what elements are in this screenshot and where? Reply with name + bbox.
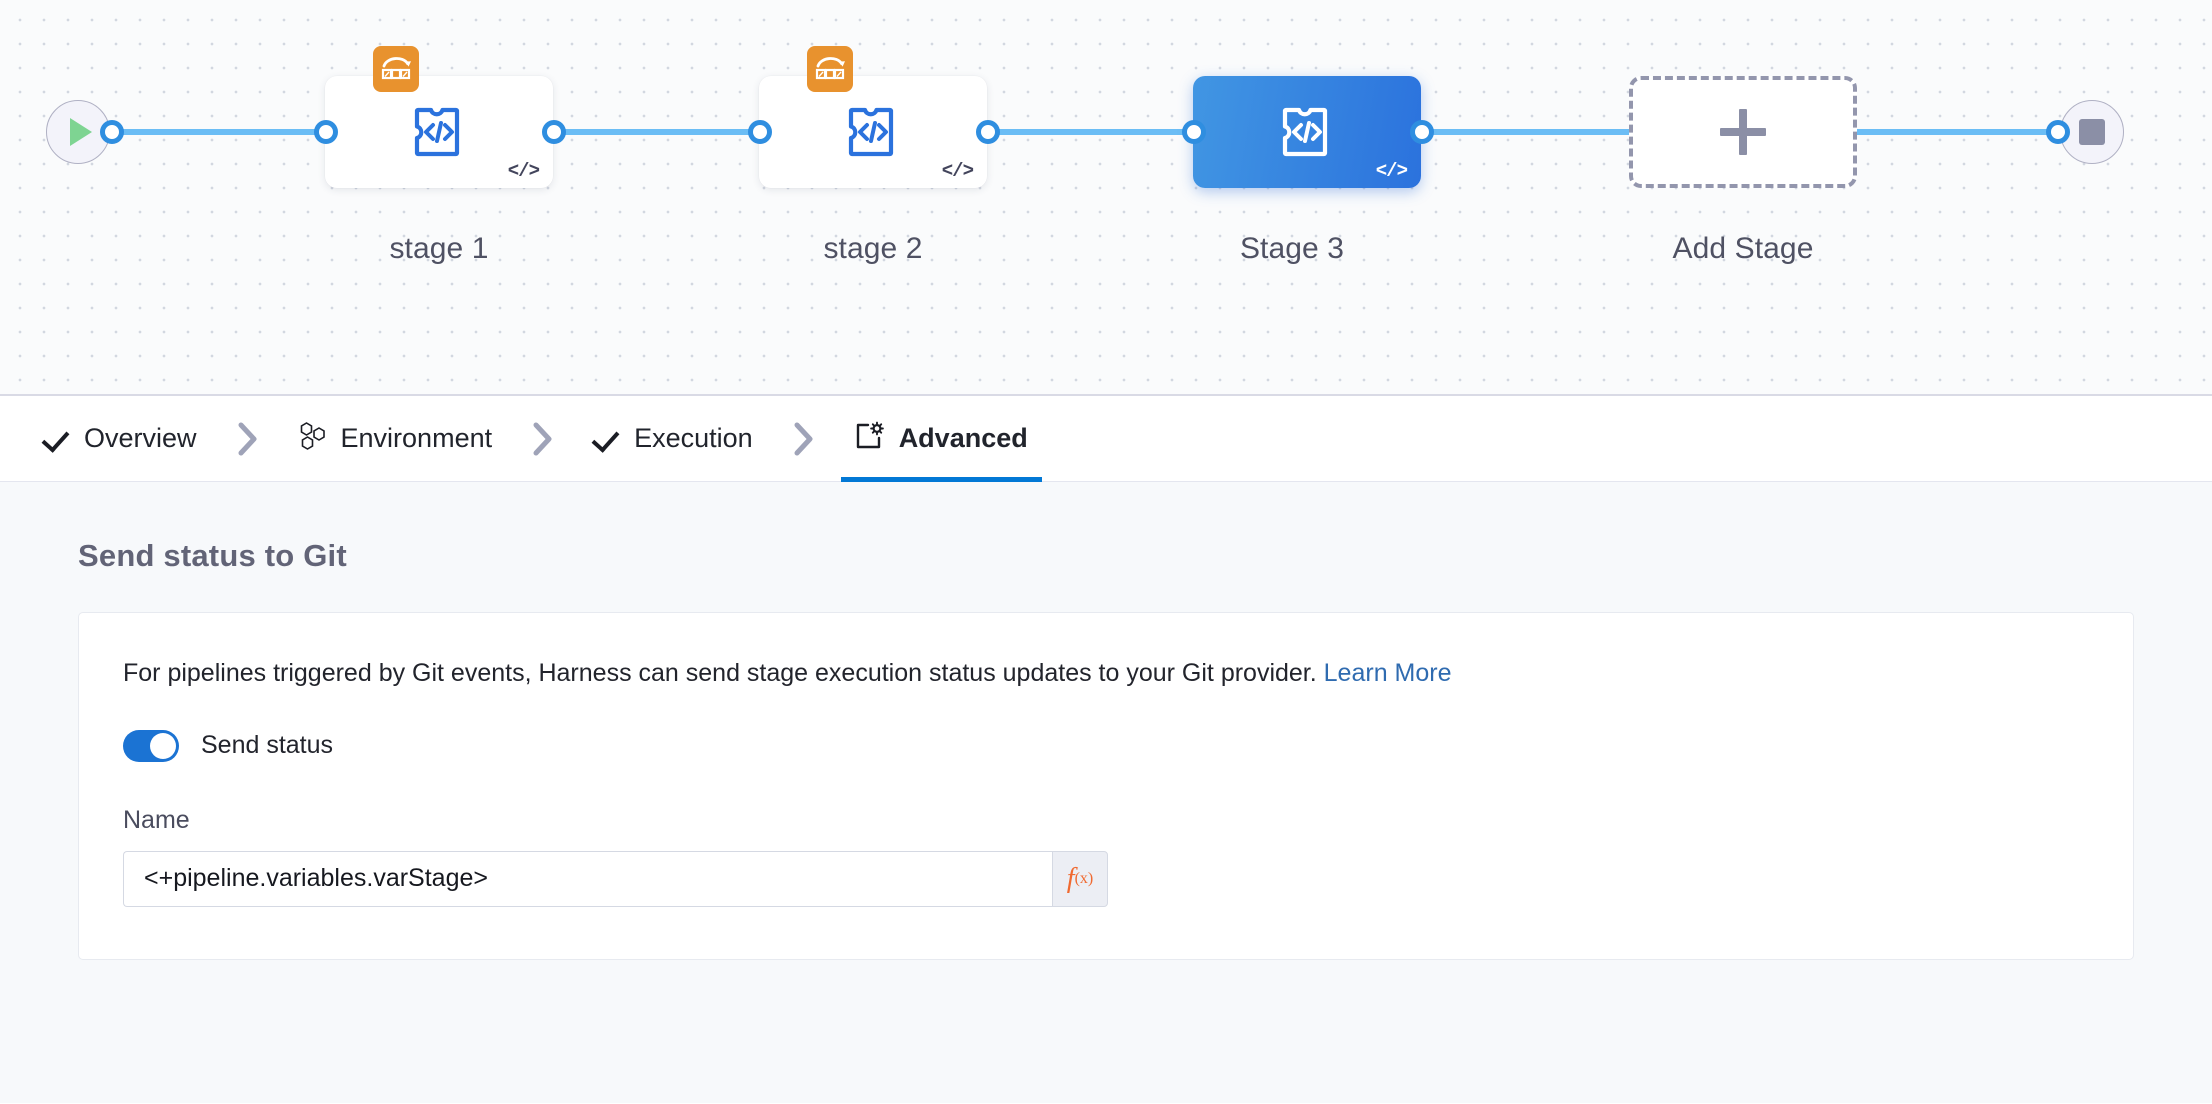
code-marker-icon: </> [1375, 160, 1408, 182]
check-icon [44, 426, 70, 452]
settings-card-icon [855, 421, 885, 456]
description-text: For pipelines triggered by Git events, H… [123, 659, 1317, 687]
tab-label-execution: Execution [634, 423, 753, 453]
plus-icon [1720, 109, 1766, 155]
port-stage-2-out[interactable] [976, 120, 1000, 144]
card-description: For pipelines triggered by Git events, H… [123, 657, 2089, 690]
send-status-toggle[interactable] [123, 729, 179, 762]
send-status-card: For pipelines triggered by Git events, H… [78, 612, 2134, 960]
fx-f-glyph: f [1066, 862, 1075, 894]
custom-stage-icon [414, 107, 460, 157]
name-field-label: Name [123, 805, 190, 834]
tab-label-environment: Environment [340, 423, 493, 453]
hexagons-icon [299, 421, 327, 456]
chevron-right-icon [767, 420, 841, 458]
play-icon [70, 118, 92, 146]
port-stage-3-in[interactable] [1182, 120, 1206, 144]
stage-config-tabbar: Overview Environment Execution [0, 396, 2212, 482]
chevron-right-icon [506, 420, 580, 458]
learn-more-link[interactable]: Learn More [1323, 659, 1452, 687]
tab-overview[interactable]: Overview [30, 396, 211, 482]
stage-node-3[interactable]: </> [1193, 76, 1421, 188]
port-stage-2-in[interactable] [748, 120, 772, 144]
custom-stage-icon [848, 107, 894, 157]
stage-node-2[interactable]: </> [759, 46, 987, 188]
add-stage-node[interactable] [1629, 76, 1857, 188]
pipeline-start-node[interactable] [46, 100, 110, 164]
tab-execution[interactable]: Execution [580, 396, 767, 482]
send-status-toggle-row: Send status [123, 729, 2089, 762]
expression-toggle-button[interactable]: f(x) [1052, 850, 1108, 907]
stage-label-3: Stage 3 [1239, 232, 1345, 265]
matrix-strategy-icon [807, 46, 853, 92]
add-stage-label: Add Stage [1672, 232, 1814, 265]
port-end-in[interactable] [2046, 120, 2070, 144]
pipeline-end-node[interactable] [2060, 100, 2124, 164]
port-stage-3-out[interactable] [1410, 120, 1434, 144]
fx-x-glyph: (x) [1074, 869, 1094, 887]
matrix-strategy-icon [373, 46, 419, 92]
port-stage-1-out[interactable] [542, 120, 566, 144]
code-marker-icon: </> [941, 160, 974, 182]
toggle-knob [150, 732, 176, 759]
custom-stage-icon [1282, 107, 1328, 157]
tab-label-overview: Overview [84, 423, 197, 453]
connector-line [104, 129, 2104, 135]
chevron-right-icon [211, 420, 285, 458]
tab-advanced[interactable]: Advanced [840, 396, 1042, 482]
name-input[interactable] [123, 850, 1052, 907]
port-stage-1-in[interactable] [314, 120, 338, 144]
page-title: Send status to Git [78, 538, 347, 573]
tab-environment[interactable]: Environment [285, 396, 507, 482]
advanced-tab-panel: Send status to Git For pipelines trigger… [0, 482, 2212, 1103]
stage-label-2: stage 2 [823, 232, 923, 265]
pipeline-canvas[interactable]: </> stage 1 </> stage 2 [0, 0, 2212, 396]
code-marker-icon: </> [507, 160, 540, 182]
tab-label-advanced: Advanced [898, 423, 1028, 453]
stop-icon [2079, 119, 2105, 145]
stage-label-1: stage 1 [389, 232, 489, 265]
stage-node-1[interactable]: </> [325, 46, 553, 188]
port-start-out[interactable] [100, 120, 124, 144]
send-status-toggle-label: Send status [201, 731, 334, 759]
name-input-group: f(x) [123, 850, 1108, 907]
check-icon [594, 426, 620, 452]
